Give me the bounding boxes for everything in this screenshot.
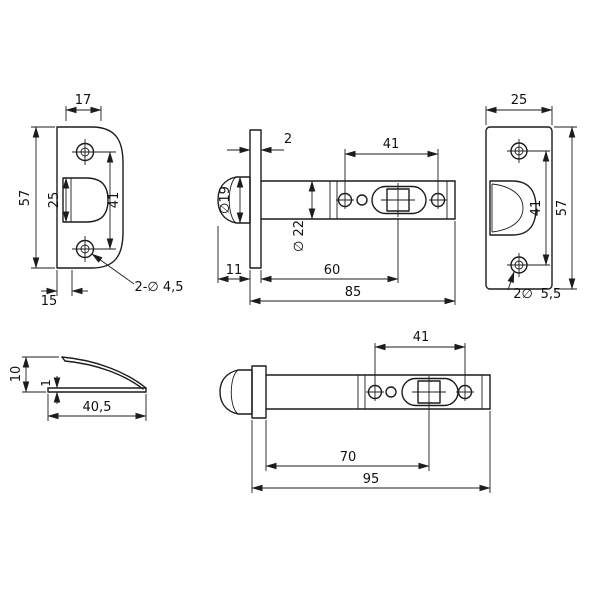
dim-hole-offset-label: 17	[75, 93, 92, 108]
spindle-hole	[381, 183, 415, 217]
dim-case-length-60: 41	[344, 137, 439, 192]
dim-case-length-70-label: 41	[413, 330, 430, 345]
view-strike-plate-front: 17 57 25 41 15	[18, 93, 184, 309]
dim-strike-depth: 40,5	[47, 394, 147, 421]
spindle-boss	[371, 185, 427, 215]
note-faceplate-holes: 2∅ 5,5	[507, 271, 562, 302]
dim-head-length-label: 11	[226, 263, 243, 278]
case-hole-small-2	[356, 194, 368, 206]
latch-case-70	[265, 374, 491, 410]
dim-case-length-60-label: 41	[383, 137, 400, 152]
dim-overall-85: 85	[249, 221, 456, 305]
strike-plate-outline	[56, 126, 124, 269]
dim-backset-70: 70	[265, 408, 430, 471]
case-hole-rear	[429, 191, 447, 209]
view-strike-plate-side: 10 1 40,5	[9, 356, 147, 421]
faceplate-hole-top	[507, 139, 531, 163]
bolt-through-opening	[491, 183, 524, 233]
dim-bolt-diameter: ∅19	[218, 176, 244, 224]
dim-overall-95: 95	[251, 411, 491, 493]
note-screw-holes-label: 2-∅ 4,5	[134, 280, 183, 295]
faceplate-hole-bottom	[507, 253, 531, 277]
dim-faceplate-height-label: 57	[555, 200, 570, 217]
bolt-head-bevel	[228, 176, 237, 224]
note-screw-holes: 2-∅ 4,5	[91, 253, 184, 295]
bolt-head-70	[219, 369, 253, 415]
view-latch-body-60: 2 41 ∅19 ∅ 22 11 6	[217, 129, 456, 305]
dim-lip-height-label: 10	[9, 366, 24, 383]
view-faceplate-front: 25 57 41 2∅ 5,5	[485, 93, 577, 302]
dim-faceplate-thickness: 2	[227, 132, 292, 154]
dim-lip-height: 10	[9, 356, 59, 393]
faceplate-outline	[485, 126, 553, 290]
dim-flange-width: 15	[41, 270, 88, 309]
dim-cutout-height-label: 25	[47, 192, 62, 209]
dim-faceplate-hole-spacing: 41	[528, 150, 550, 266]
dim-backset-60-label: 60	[324, 263, 341, 278]
dim-plate-thickness-label: 1	[39, 379, 53, 387]
dim-faceplate-width: 25	[485, 93, 553, 125]
note-faceplate-holes-count: 2∅	[513, 287, 533, 302]
dim-plate-height: 57	[18, 126, 55, 269]
dim-plate-thickness: 1	[39, 376, 61, 404]
dim-flange-width-label: 15	[41, 294, 58, 309]
dim-head-length: 11	[217, 226, 251, 305]
strike-side-profile	[47, 356, 147, 393]
dim-hole-offset: 17	[65, 93, 102, 121]
dim-tube-diameter-label: ∅ 22	[292, 220, 307, 252]
dim-overall-95-label: 95	[363, 472, 380, 487]
spindle-hole-70	[412, 376, 446, 408]
dim-faceplate-width-label: 25	[511, 93, 528, 108]
case-hole-small-1	[336, 191, 354, 209]
dim-backset-60: 60	[260, 218, 399, 283]
dim-faceplate-height: 57	[554, 126, 577, 290]
latch-opening	[489, 180, 537, 236]
dim-hole-spacing: 41	[94, 151, 122, 250]
dim-overall-85-label: 85	[345, 285, 362, 300]
view-latch-body-70: 41 70 95	[219, 330, 491, 493]
dim-faceplate-thickness-label: 2	[284, 132, 292, 147]
dim-plate-height-label: 57	[18, 190, 33, 207]
dim-faceplate-hole-spacing-label: 41	[529, 200, 544, 217]
bolt-head-bevel-70	[230, 369, 239, 415]
latch-case	[260, 180, 456, 220]
case70-hole-rear	[456, 383, 474, 401]
dim-tube-diameter: ∅ 22	[292, 180, 316, 252]
dim-cutout-height: 25	[47, 177, 70, 223]
dim-case-length-70: 41	[374, 330, 466, 384]
screw-hole-bottom	[72, 236, 98, 262]
dim-backset-70-label: 70	[340, 450, 357, 465]
collar	[251, 365, 267, 419]
dim-strike-depth-label: 40,5	[83, 400, 112, 415]
screw-hole-top	[72, 139, 98, 165]
bolt-head	[217, 176, 251, 224]
dim-hole-spacing-label: 41	[107, 192, 122, 209]
dim-bolt-diameter-label: ∅19	[218, 186, 233, 214]
case70-hole-small-1	[366, 383, 384, 401]
case70-hole-small-2	[385, 386, 397, 398]
note-faceplate-holes-dia: 5,5	[541, 287, 562, 302]
